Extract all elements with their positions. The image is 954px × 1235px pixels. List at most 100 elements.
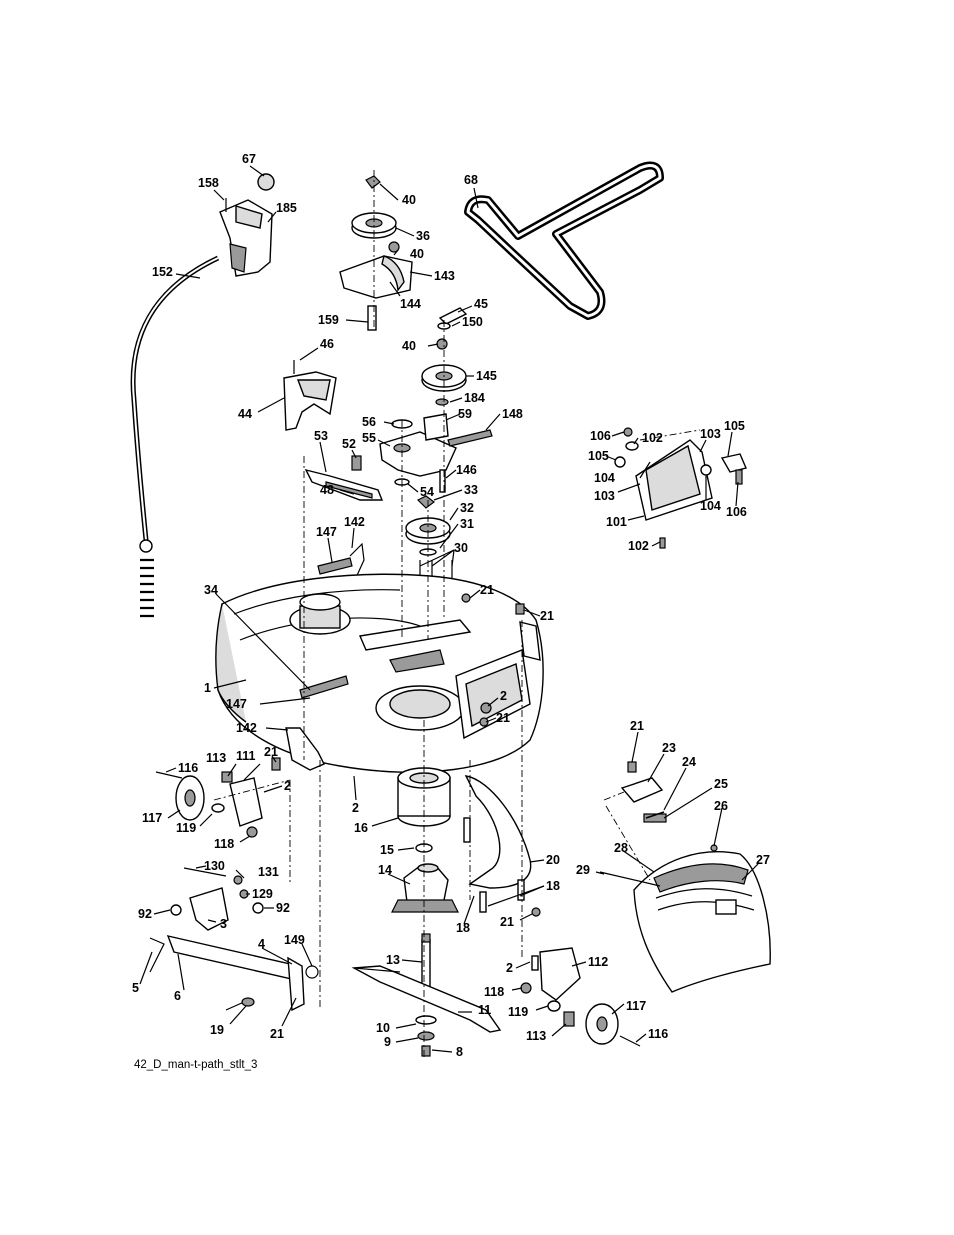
callout-21-g: 21 [630, 719, 644, 733]
belt-shield-44 [283, 360, 337, 431]
callout-2-a: 2 [500, 689, 507, 703]
callout-113-right: 113 [526, 1029, 546, 1043]
callout-144: 144 [400, 297, 421, 311]
callout-117-right: 117 [626, 999, 646, 1013]
diagram-caption: 42_D_man-t-path_stlt_3 [134, 1059, 257, 1071]
callout-56: 56 [362, 415, 376, 429]
callout-10: 10 [376, 1021, 390, 1035]
callout-102-top: 102 [642, 431, 663, 445]
callout-111: 111 [236, 749, 256, 763]
lift-linkage [149, 867, 319, 1012]
callout-28: 28 [614, 841, 628, 855]
callout-21-b: 21 [540, 609, 554, 623]
callout-18-b: 18 [456, 921, 470, 935]
callout-40-b: 40 [410, 247, 424, 261]
callout-119-right: 119 [508, 1005, 528, 1019]
callout-149: 149 [284, 933, 305, 947]
callout-131: 131 [258, 865, 279, 879]
callout-29: 29 [576, 863, 590, 877]
mower-deck-1 [215, 573, 544, 773]
callout-36: 36 [416, 229, 430, 243]
callout-21-f: 21 [270, 1027, 284, 1041]
callout-1: 1 [204, 681, 211, 695]
bracket-53 [304, 455, 384, 501]
callout-24: 24 [682, 755, 696, 769]
callout-146: 146 [456, 463, 477, 477]
callout-31: 31 [460, 517, 474, 531]
callout-118-right: 118 [484, 985, 504, 999]
callout-92-right: 92 [276, 901, 290, 915]
callout-25: 25 [714, 777, 728, 791]
callout-34: 34 [204, 583, 218, 597]
spring-147-upper [317, 542, 365, 583]
chute-deflector-101 [614, 427, 747, 549]
callout-145: 145 [476, 369, 497, 383]
right-brackets [461, 593, 541, 727]
callout-21-c: 21 [496, 711, 510, 725]
callout-8: 8 [456, 1045, 463, 1059]
callout-59: 59 [458, 407, 472, 421]
lift-lever-assembly [130, 173, 275, 618]
callout-158: 158 [198, 176, 219, 190]
callout-105-right: 105 [724, 419, 745, 433]
callout-21-e: 21 [500, 915, 514, 929]
callout-116-right: 116 [648, 1027, 668, 1041]
left-wheel-assembly [155, 771, 263, 838]
callout-19: 19 [210, 1023, 224, 1037]
callout-27: 27 [756, 853, 770, 867]
callout-104-left: 104 [594, 471, 615, 485]
idler-arm-assembly [379, 413, 493, 493]
callout-147-upper: 147 [316, 525, 337, 539]
callout-104-right: 104 [700, 499, 721, 513]
callout-32: 32 [460, 501, 474, 515]
callout-2-c: 2 [352, 801, 359, 815]
callout-4: 4 [258, 937, 265, 951]
callout-101: 101 [606, 515, 627, 529]
callout-45: 45 [474, 297, 488, 311]
callout-148: 148 [502, 407, 523, 421]
belt-68 [464, 161, 664, 320]
callout-18-a: 18 [546, 879, 560, 893]
callout-40-c: 40 [402, 339, 416, 353]
callout-105-left: 105 [588, 449, 609, 463]
callout-11: 11 [478, 1003, 491, 1017]
callout-117-left: 117 [142, 811, 162, 825]
callout-44: 44 [238, 407, 252, 421]
callout-55: 55 [362, 431, 376, 445]
callout-21-a: 21 [480, 583, 494, 597]
callout-159: 159 [318, 313, 339, 327]
callout-102-bottom: 102 [628, 539, 649, 553]
callout-23: 23 [662, 741, 676, 755]
callout-33: 33 [464, 483, 478, 497]
callout-185: 185 [276, 201, 297, 215]
callout-54: 54 [420, 485, 434, 499]
callout-14: 14 [378, 863, 392, 877]
leader-lines [139, 165, 759, 1053]
callout-119-left: 119 [176, 821, 196, 835]
callout-30: 30 [454, 541, 468, 555]
callout-142-upper: 142 [344, 515, 365, 529]
right-wheel-assembly [520, 947, 641, 1047]
callout-147-lower: 147 [226, 697, 247, 711]
callout-20: 20 [546, 853, 560, 867]
callout-15: 15 [380, 843, 394, 857]
callout-92-left: 92 [138, 907, 152, 921]
callout-46: 46 [320, 337, 334, 351]
callout-3: 3 [220, 917, 227, 931]
callout-2-b: 2 [284, 779, 291, 793]
callout-129: 129 [252, 887, 273, 901]
callout-5: 5 [132, 981, 139, 995]
callout-152: 152 [152, 265, 173, 279]
callout-113-left: 113 [206, 751, 226, 765]
bracket-142-lower [271, 727, 325, 771]
callout-118-left: 118 [214, 837, 234, 851]
callout-68: 68 [464, 173, 478, 187]
callout-40-a: 40 [402, 193, 416, 207]
discharge-chute-27 [599, 761, 771, 993]
callout-103-left: 103 [594, 489, 615, 503]
callout-16: 16 [354, 821, 368, 835]
blade-11 [351, 965, 502, 1057]
callout-13: 13 [386, 953, 400, 967]
callout-48: 48 [320, 483, 334, 497]
